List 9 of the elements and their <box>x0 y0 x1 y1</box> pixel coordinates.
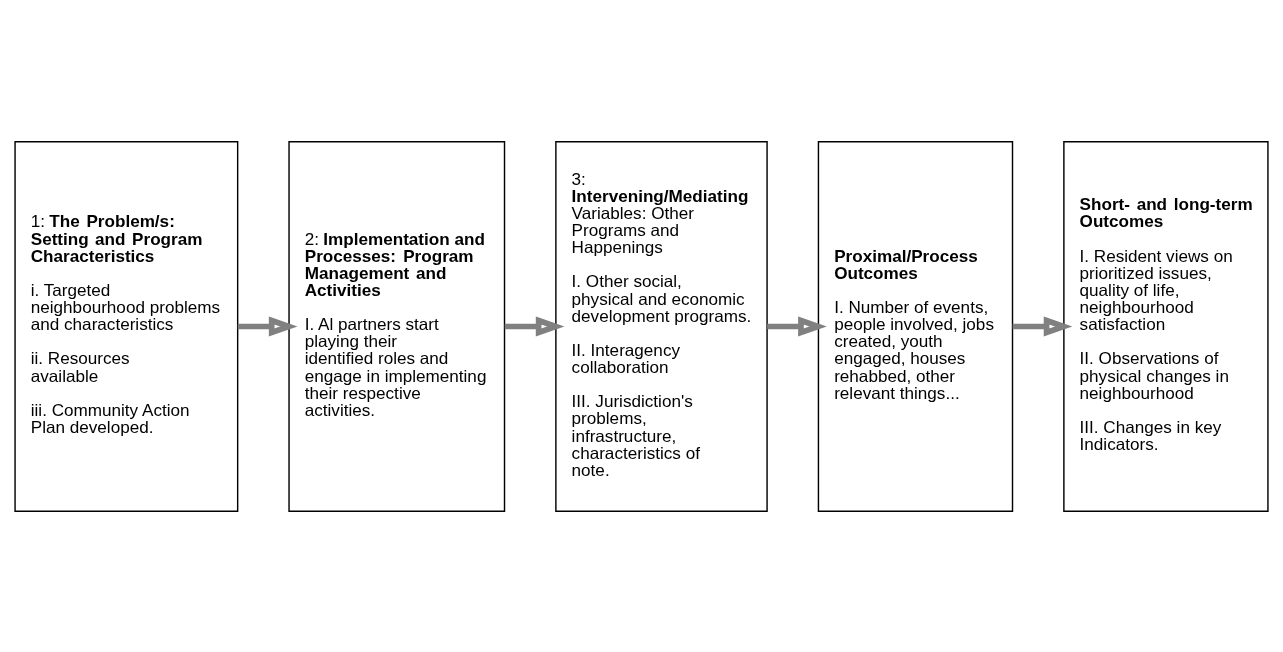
node-box: 2: Implementation and Processes: Program Management and Activities I. Al partners start playing their identified roles and engage in implementing their respective activities. <box>288 140 506 512</box>
node-box: 3: Intervening/Mediating Variables: Other Programs and Happenings I. Other social, physical and economic development programs. II. Interagency collaboration III. Jurisdiction's problems, infrastructure, characteristics of note. <box>555 140 768 512</box>
node-box: Proximal/Process Outcomes I. Number of events, people involved, jobs created, youth engaged, houses rehabbed, other relevant things... <box>817 140 1014 512</box>
arrow <box>767 316 827 336</box>
node-box: 1: The Problem/s: Setting and Program Characteristics i. Targeted neighbourhood problems and characteristics ii. Resources available iii. Community Action Plan developed. <box>14 140 239 512</box>
arrow <box>504 316 565 336</box>
node-box: Short- and long-term Outcomes I. Resident views on prioritized issues, quality of life, neighbourhood satisfaction II. Observations of physical changes in neighbourhood III. Changes in key Indicators. <box>1063 140 1269 512</box>
arrow <box>237 316 298 336</box>
arrow <box>1012 316 1073 336</box>
